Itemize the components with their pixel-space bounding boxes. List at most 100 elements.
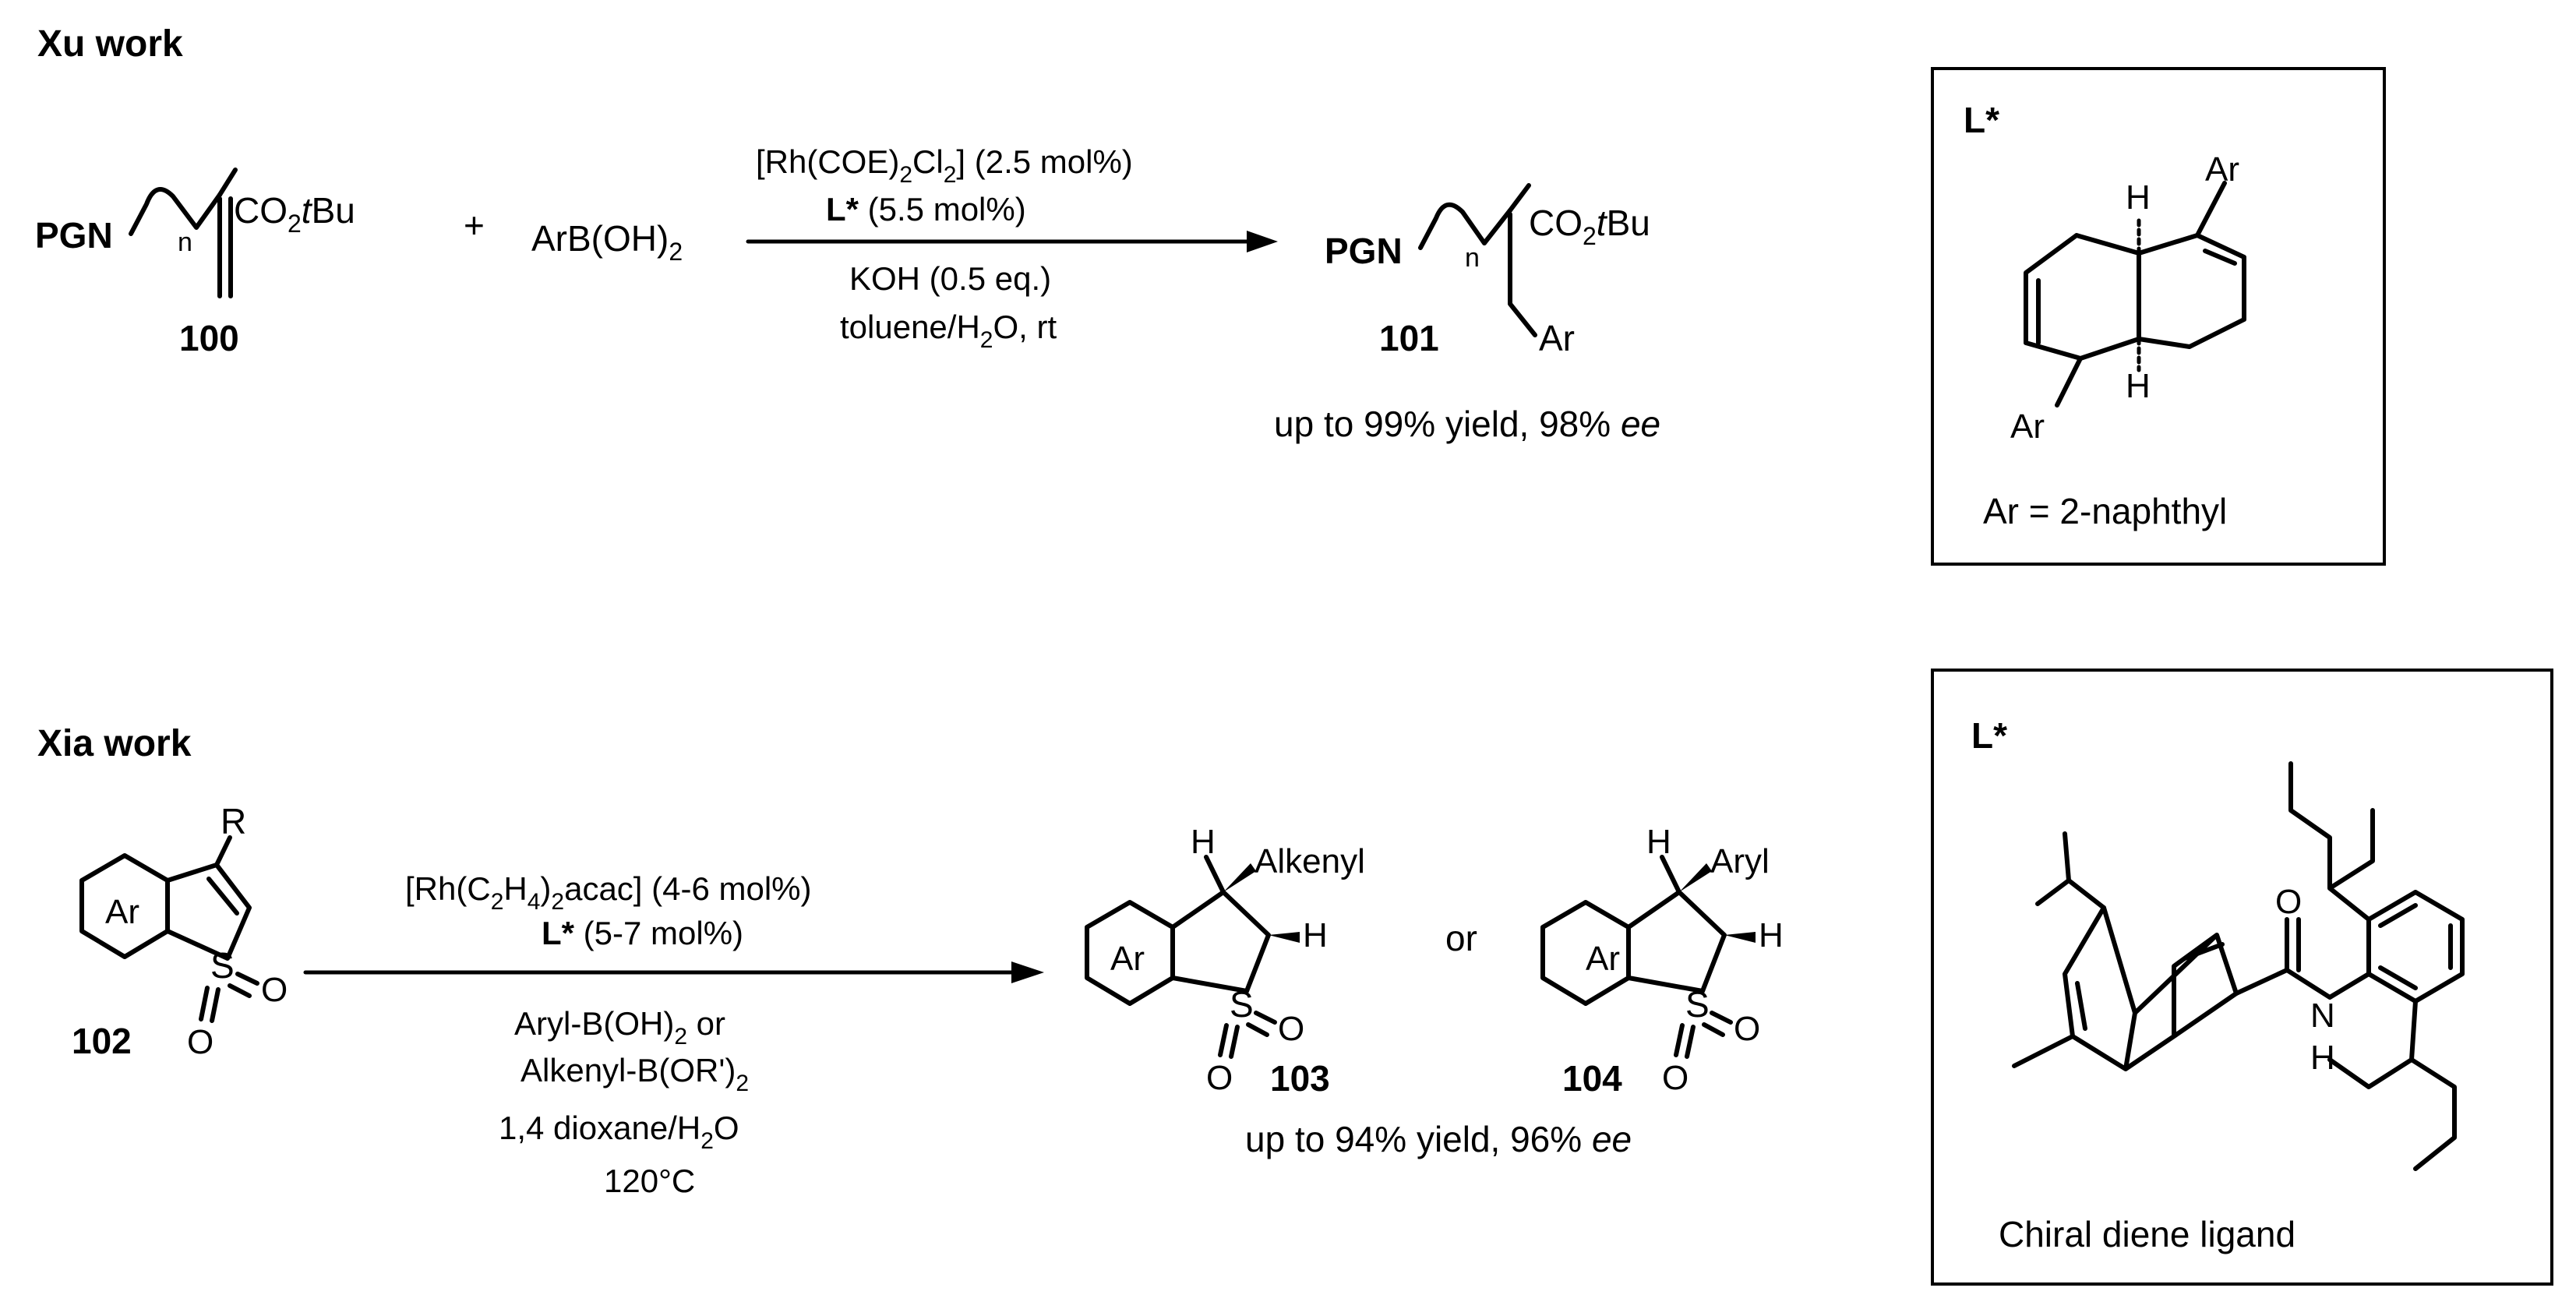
xu-ligand-h-top: H [2126,178,2151,217]
xu-ligand-aryl-bond [2055,181,2227,408]
xu-prod-benzyl-bond [1508,212,1537,337]
xu-sm-ester-bond [217,168,238,197]
xu-prod-chain-bond [1418,202,1512,250]
p104-ar-label: Ar [1586,940,1620,978]
xia-sm-s-label: S [210,945,235,986]
xia-ligand-label: L* [1971,715,2007,756]
xia-section: Xia work R Ar S O O 102 [Rh(C2H4)2acac] … [37,669,2553,1286]
xia-ligand-n-label: N [2310,997,2335,1035]
p104-so2-bonds [1674,1011,1733,1059]
xia-ligand-aryl-inner-bond [2378,903,2453,990]
xu-prod-pgn-label: PGN [1325,231,1403,271]
xu-plus-sign: + [464,205,485,245]
p103-alkenyl-wedge [1223,863,1256,892]
xia-or-text: or [1445,918,1477,958]
xu-sm-ester-label: CO2tBu [234,190,355,238]
xu-boronic-acid: ArB(OH)2 [531,218,683,266]
xia-sm-r-bond [214,835,232,867]
xia-cond-temperature: 120°C [604,1163,695,1199]
xia-ligand-isopropyl-bond [2035,831,2106,910]
xu-arrow-head [1247,231,1278,252]
xu-ligand-frame [1931,67,2386,566]
xu-conditions: [Rh(COE)2Cl2] (2.5 mol%) L* (5.5 mol%) K… [746,143,1278,353]
p104-thiolane-ring [1626,890,1727,993]
xia-sm-so2-bonds [199,972,259,1023]
xia-ligand-box: L* O N H Chiral diene ligand [1931,669,2553,1286]
xu-ligand-ar-bottom: Ar [2010,408,2045,446]
xia-ligand-lower-alkyl-bond [2327,999,2457,1171]
xia-sm-o2-label: O [187,1023,213,1061]
xu-sm-alkene-bond [217,196,233,298]
xia-ligand-o-label: O [2275,883,2302,921]
xu-heading: Xu work [37,23,183,65]
p103-substituent-label: Alkenyl [1254,842,1365,880]
xu-cond-ligand: L* (5.5 mol%) [826,191,1026,228]
xia-cond-alkenyl-boron: Alkenyl-B(OR')2 [520,1052,749,1096]
xu-prod-compound-number: 101 [1379,318,1439,358]
p104-substituent-label: Aryl [1710,842,1770,880]
p103-h2-wedge [1269,932,1300,943]
xia-cond-aryl-boron: Aryl-B(OH)2 or [514,1005,725,1050]
xia-sm-ar-label: Ar [105,893,139,931]
xia-product-104: H Aryl H Ar S O O 104 [1540,823,1784,1099]
p104-h1-label: H [1646,823,1671,861]
xu-ligand-caption: Ar = 2-naphthyl [1983,491,2227,531]
p104-o2-label: O [1662,1059,1689,1097]
xia-cond-ligand: L* (5-7 mol%) [542,915,743,951]
xu-cond-base: KOH (0.5 eq.) [849,260,1051,297]
xu-ligand-bicycle-bond [2024,233,2246,361]
p104-h1-bond [1660,855,1681,894]
p104-h2-wedge [1724,932,1756,943]
xu-result-text: up to 99% yield, 98% ee [1274,404,1660,444]
xia-cond-solvent: 1,4 dioxane/H2O [499,1110,739,1154]
xia-starting-material-102: R Ar S O O 102 [72,801,288,1061]
xia-sm-o1-label: O [261,971,288,1009]
xia-arrow-head [1011,961,1044,983]
p103-o2-label: O [1206,1059,1233,1097]
xia-ligand-amide-bond [2234,917,2371,1000]
xu-cond-catalyst: [Rh(COE)2Cl2] (2.5 mol%) [756,143,1133,188]
xu-cond-solvent: toluene/H2O, rt [840,309,1057,353]
p103-compound-number: 103 [1270,1058,1330,1099]
xia-ligand-h-label: H [2310,1039,2335,1077]
xia-sm-r-label: R [221,801,246,841]
xu-sm-n-label: n [178,228,192,257]
xu-sm-compound-number: 100 [179,318,239,358]
xu-sm-chain-bond [129,187,222,236]
xu-sm-pgn-label: PGN [35,215,113,256]
xu-prod-ester-bond [1508,183,1531,213]
xia-result-text: up to 94% yield, 96% ee [1245,1119,1632,1159]
xu-prod-ar-label: Ar [1539,318,1575,358]
p103-s-label: S [1230,984,1254,1025]
xia-sm-thiophene-ring [165,863,252,961]
xu-ligand-box: L* H H Ar Ar Ar = 2-naphthyl [1931,67,2386,566]
xu-ligand-ar-top: Ar [2205,150,2239,189]
xia-ligand-caption: Chiral diene ligand [1999,1214,2295,1254]
xu-prod-n-label: n [1465,243,1480,273]
xia-sm-compound-number: 102 [72,1021,132,1061]
xia-ligand-frame [1931,669,2553,1286]
xu-ligand-label: L* [1964,100,1999,140]
xu-ligand-double-bond [2036,249,2237,345]
p103-ar-label: Ar [1110,940,1145,978]
p103-h1-bond [1204,855,1226,894]
xia-ligand-double-bond [2075,942,2225,1031]
xia-ligand-bicycle-bond [2063,905,2239,1071]
xu-starting-material-100: PGN n CO2tBu 100 [35,168,355,358]
xu-prod-ester-label: CO2tBu [1529,203,1650,250]
p104-s-label: S [1685,984,1710,1025]
xu-ligand-h-bottom: H [2126,367,2151,405]
xia-heading: Xia work [37,723,192,764]
xia-product-103: H Alkenyl H Ar S O O 103 [1085,823,1365,1099]
xia-cond-catalyst: [Rh(C2H4)2acac] (4-6 mol%) [405,870,812,915]
p103-thiolane-ring [1170,890,1271,993]
p103-h1-label: H [1191,823,1216,861]
p104-aryl-wedge [1679,863,1712,892]
p104-h2-label: H [1759,916,1784,954]
p103-o1-label: O [1278,1010,1304,1048]
xia-conditions: [Rh(C2H4)2acac] (4-6 mol%) L* (5-7 mol%)… [303,870,1044,1199]
p104-compound-number: 104 [1562,1058,1622,1099]
xu-product-101: PGN n CO2tBu Ar 101 up to 99% yield, 98%… [1274,183,1660,444]
xia-sm-double-bond [206,877,239,916]
